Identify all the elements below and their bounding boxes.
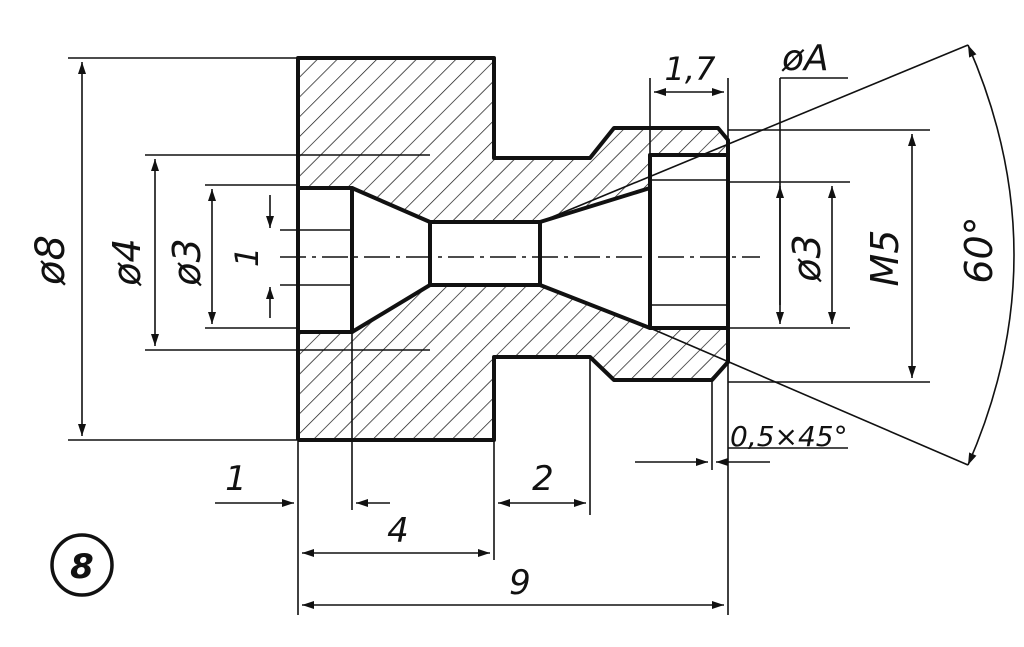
- label-chamfer: 0,5×45°: [730, 420, 848, 453]
- thread-bore: [648, 153, 728, 330]
- label-4: 4: [387, 511, 409, 551]
- label-d3-left: ø3: [165, 238, 209, 286]
- figure-number-circle: [50, 533, 114, 597]
- label-d3-right: ø3: [785, 234, 829, 282]
- label-1-horizontal: 1: [225, 459, 247, 499]
- label-1-vertical: 1: [228, 247, 266, 267]
- section-upper-half: [298, 58, 728, 222]
- bore-cone-lower: [350, 283, 651, 334]
- figure-number: 8: [70, 547, 94, 587]
- label-d4: ø4: [105, 238, 149, 286]
- cone-line-lower: [649, 327, 969, 466]
- angle-arc-60: [967, 44, 1015, 466]
- label-60-degrees: 60°: [957, 216, 1001, 283]
- label-m5: M5: [863, 230, 907, 287]
- label-diameter-a: øA: [781, 38, 829, 79]
- label-2: 2: [532, 459, 554, 499]
- label-d8: ø8: [28, 235, 74, 286]
- section-lower-half: [298, 285, 728, 440]
- cone-line-upper: [539, 44, 969, 223]
- bore-cone-upper: [351, 186, 651, 224]
- bore-left-step: [298, 186, 354, 334]
- label-1-7: 1,7: [665, 50, 717, 88]
- label-9: 9: [509, 563, 531, 603]
